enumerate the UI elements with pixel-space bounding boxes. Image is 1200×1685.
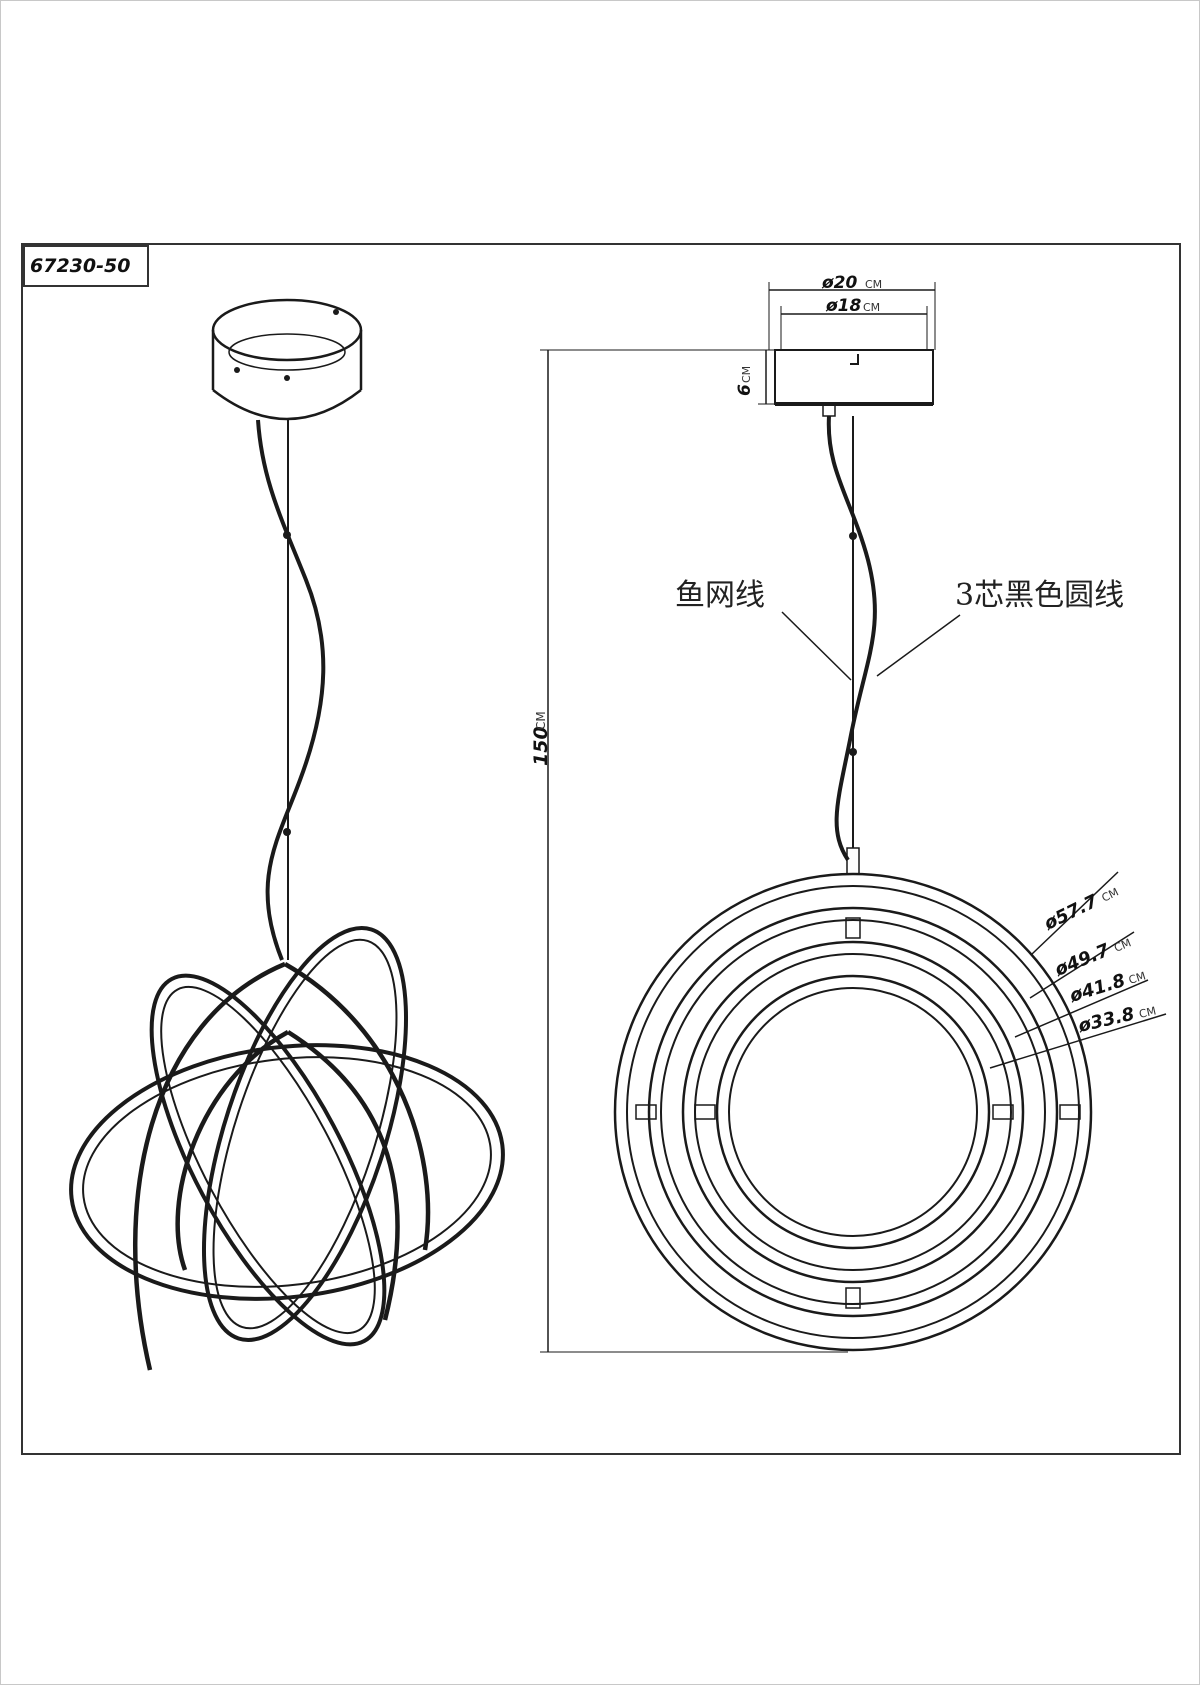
ring-1-unit: CM [1100, 885, 1121, 904]
canopy-outer-dim: ø20 [821, 273, 858, 293]
total-height-dimension: 150 CM [530, 349, 848, 1353]
canopy-elevation [774, 349, 934, 417]
ring-2-unit: CM [1112, 936, 1133, 954]
canopy-inner-unit: CM [863, 301, 880, 314]
cable-label: 3芯黑色圆线 [955, 578, 1124, 613]
model-code-box [23, 245, 149, 287]
canopy-outer-unit: CM [865, 278, 882, 291]
total-height-unit: CM [534, 711, 548, 730]
cable-perspective [256, 419, 326, 961]
callouts: 鱼网线 3芯黑色圆线 [675, 578, 1124, 681]
total-height-dim: 150 [530, 726, 552, 766]
perspective-view [69, 298, 505, 1371]
ring-3-unit: CM [1127, 969, 1147, 986]
drawing-frame [21, 243, 1181, 1455]
fishing-line-label: 鱼网线 [675, 578, 765, 613]
cable-elevation [826, 415, 877, 862]
ring-1-dim: ø57.7 [1040, 891, 1102, 935]
ring-dimensions: ø57.7 CM ø49.7 CM ø41.8 CM ø33.8 CM [989, 871, 1167, 1069]
elevation-view: ø20 CM ø18 CM 6 CM 150 CM 鱼网线 [530, 273, 1167, 1353]
canopy-height-dim: 6 [735, 384, 755, 396]
canopy-inner-dim: ø18 [825, 296, 862, 316]
canopy-height-unit: CM [740, 366, 753, 383]
ring-4-unit: CM [1138, 1004, 1158, 1021]
canopy-perspective [211, 298, 363, 421]
rings-elevation [613, 872, 1093, 1352]
rings-perspective [69, 926, 505, 1371]
canopy-dimensions: ø20 CM ø18 CM 6 CM [735, 273, 936, 405]
model-code: 67230-50 [30, 255, 130, 277]
